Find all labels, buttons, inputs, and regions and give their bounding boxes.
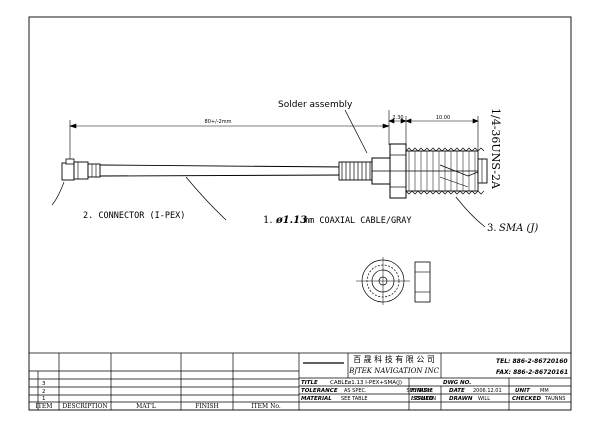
drawn-label: DRAWN xyxy=(449,396,473,402)
dwg-no-label: DWG NO. xyxy=(443,380,471,386)
date-label: DATE xyxy=(449,388,465,394)
company-fax: FAX: 886-2-86720161 xyxy=(496,369,568,376)
company-name-en: BJTEK NAVIGATION INC xyxy=(348,367,440,375)
title-label: TITLE xyxy=(301,380,318,386)
drawing-frame xyxy=(28,16,572,411)
finish-label: FINISH xyxy=(411,388,432,394)
row-number: 3 xyxy=(42,381,46,387)
table-header-item: ITEM xyxy=(36,403,53,410)
cable-label-text: mm COAXIAL CABLE/GRAY xyxy=(304,216,411,226)
table-header-finish: FINISH xyxy=(195,403,219,410)
row-number: 1 xyxy=(42,396,46,402)
issued-label: ISSUED xyxy=(411,396,434,402)
company-name-cn: 百 晟 科 技 有 限 公 司 xyxy=(353,354,435,364)
sma-label: 3. SMA (J) xyxy=(487,223,538,234)
issued-value: TRNKUN xyxy=(414,396,436,402)
table-header-material: MAT'L xyxy=(136,403,156,410)
cable-label-diameter: ø1.13 xyxy=(275,215,307,226)
drawn-value: WILL xyxy=(478,396,490,402)
date-value: 2006.12.01 xyxy=(473,388,502,394)
length-dimension: 80+/-2mm xyxy=(205,119,232,125)
table-header-item-no: ITEM No. xyxy=(251,403,281,410)
connector-label: 2. CONNECTOR (I-PEX) xyxy=(83,211,185,221)
sma-label-prefix: 3. xyxy=(487,223,497,234)
unit-label: UNIT xyxy=(515,388,531,394)
sma-end-view xyxy=(356,257,431,305)
thread-spec: 1/4-36UNS-2A xyxy=(489,108,502,190)
finish-value: SEE TABLE xyxy=(406,388,433,394)
tolerance-label: TOLERANCE xyxy=(301,388,338,394)
cable-label-prefix: 1. xyxy=(263,215,273,226)
checked-value: TAUNNS xyxy=(544,396,565,402)
solder-assembly-label: Solder assembly xyxy=(278,100,353,110)
ipex-connector-shape xyxy=(61,158,101,181)
company-tel: TEL: 886-2-86720160 xyxy=(496,358,568,365)
sma-threaded-body xyxy=(405,147,488,195)
checked-label: CHECKED xyxy=(512,396,541,402)
sma-hex-nut xyxy=(389,143,407,199)
cable-label: 1. ø1.13 mm COAXIAL CABLE/GRAY xyxy=(263,215,411,226)
solder-section xyxy=(338,157,391,185)
coaxial-cable xyxy=(99,164,346,177)
title-block-lines xyxy=(29,352,571,410)
row-number: 2 xyxy=(42,389,46,395)
material-value: SEE TABLE xyxy=(341,396,368,402)
title-value: CABLEø1.13 I-PEX+SMA(J) xyxy=(330,380,402,386)
dimension-10-00: 10.00 xyxy=(436,115,450,121)
dimension-2-30: 2.30 xyxy=(392,115,403,121)
material-label: MATERIAL xyxy=(301,396,332,402)
dimension-lines xyxy=(69,110,479,159)
table-header-description: DESCRIPTION xyxy=(62,403,107,410)
sma-label-text: SMA (J) xyxy=(499,223,538,234)
tolerance-value: AS SPEC. xyxy=(344,388,367,394)
unit-value: MM xyxy=(540,388,549,394)
leader-lines xyxy=(51,109,486,228)
